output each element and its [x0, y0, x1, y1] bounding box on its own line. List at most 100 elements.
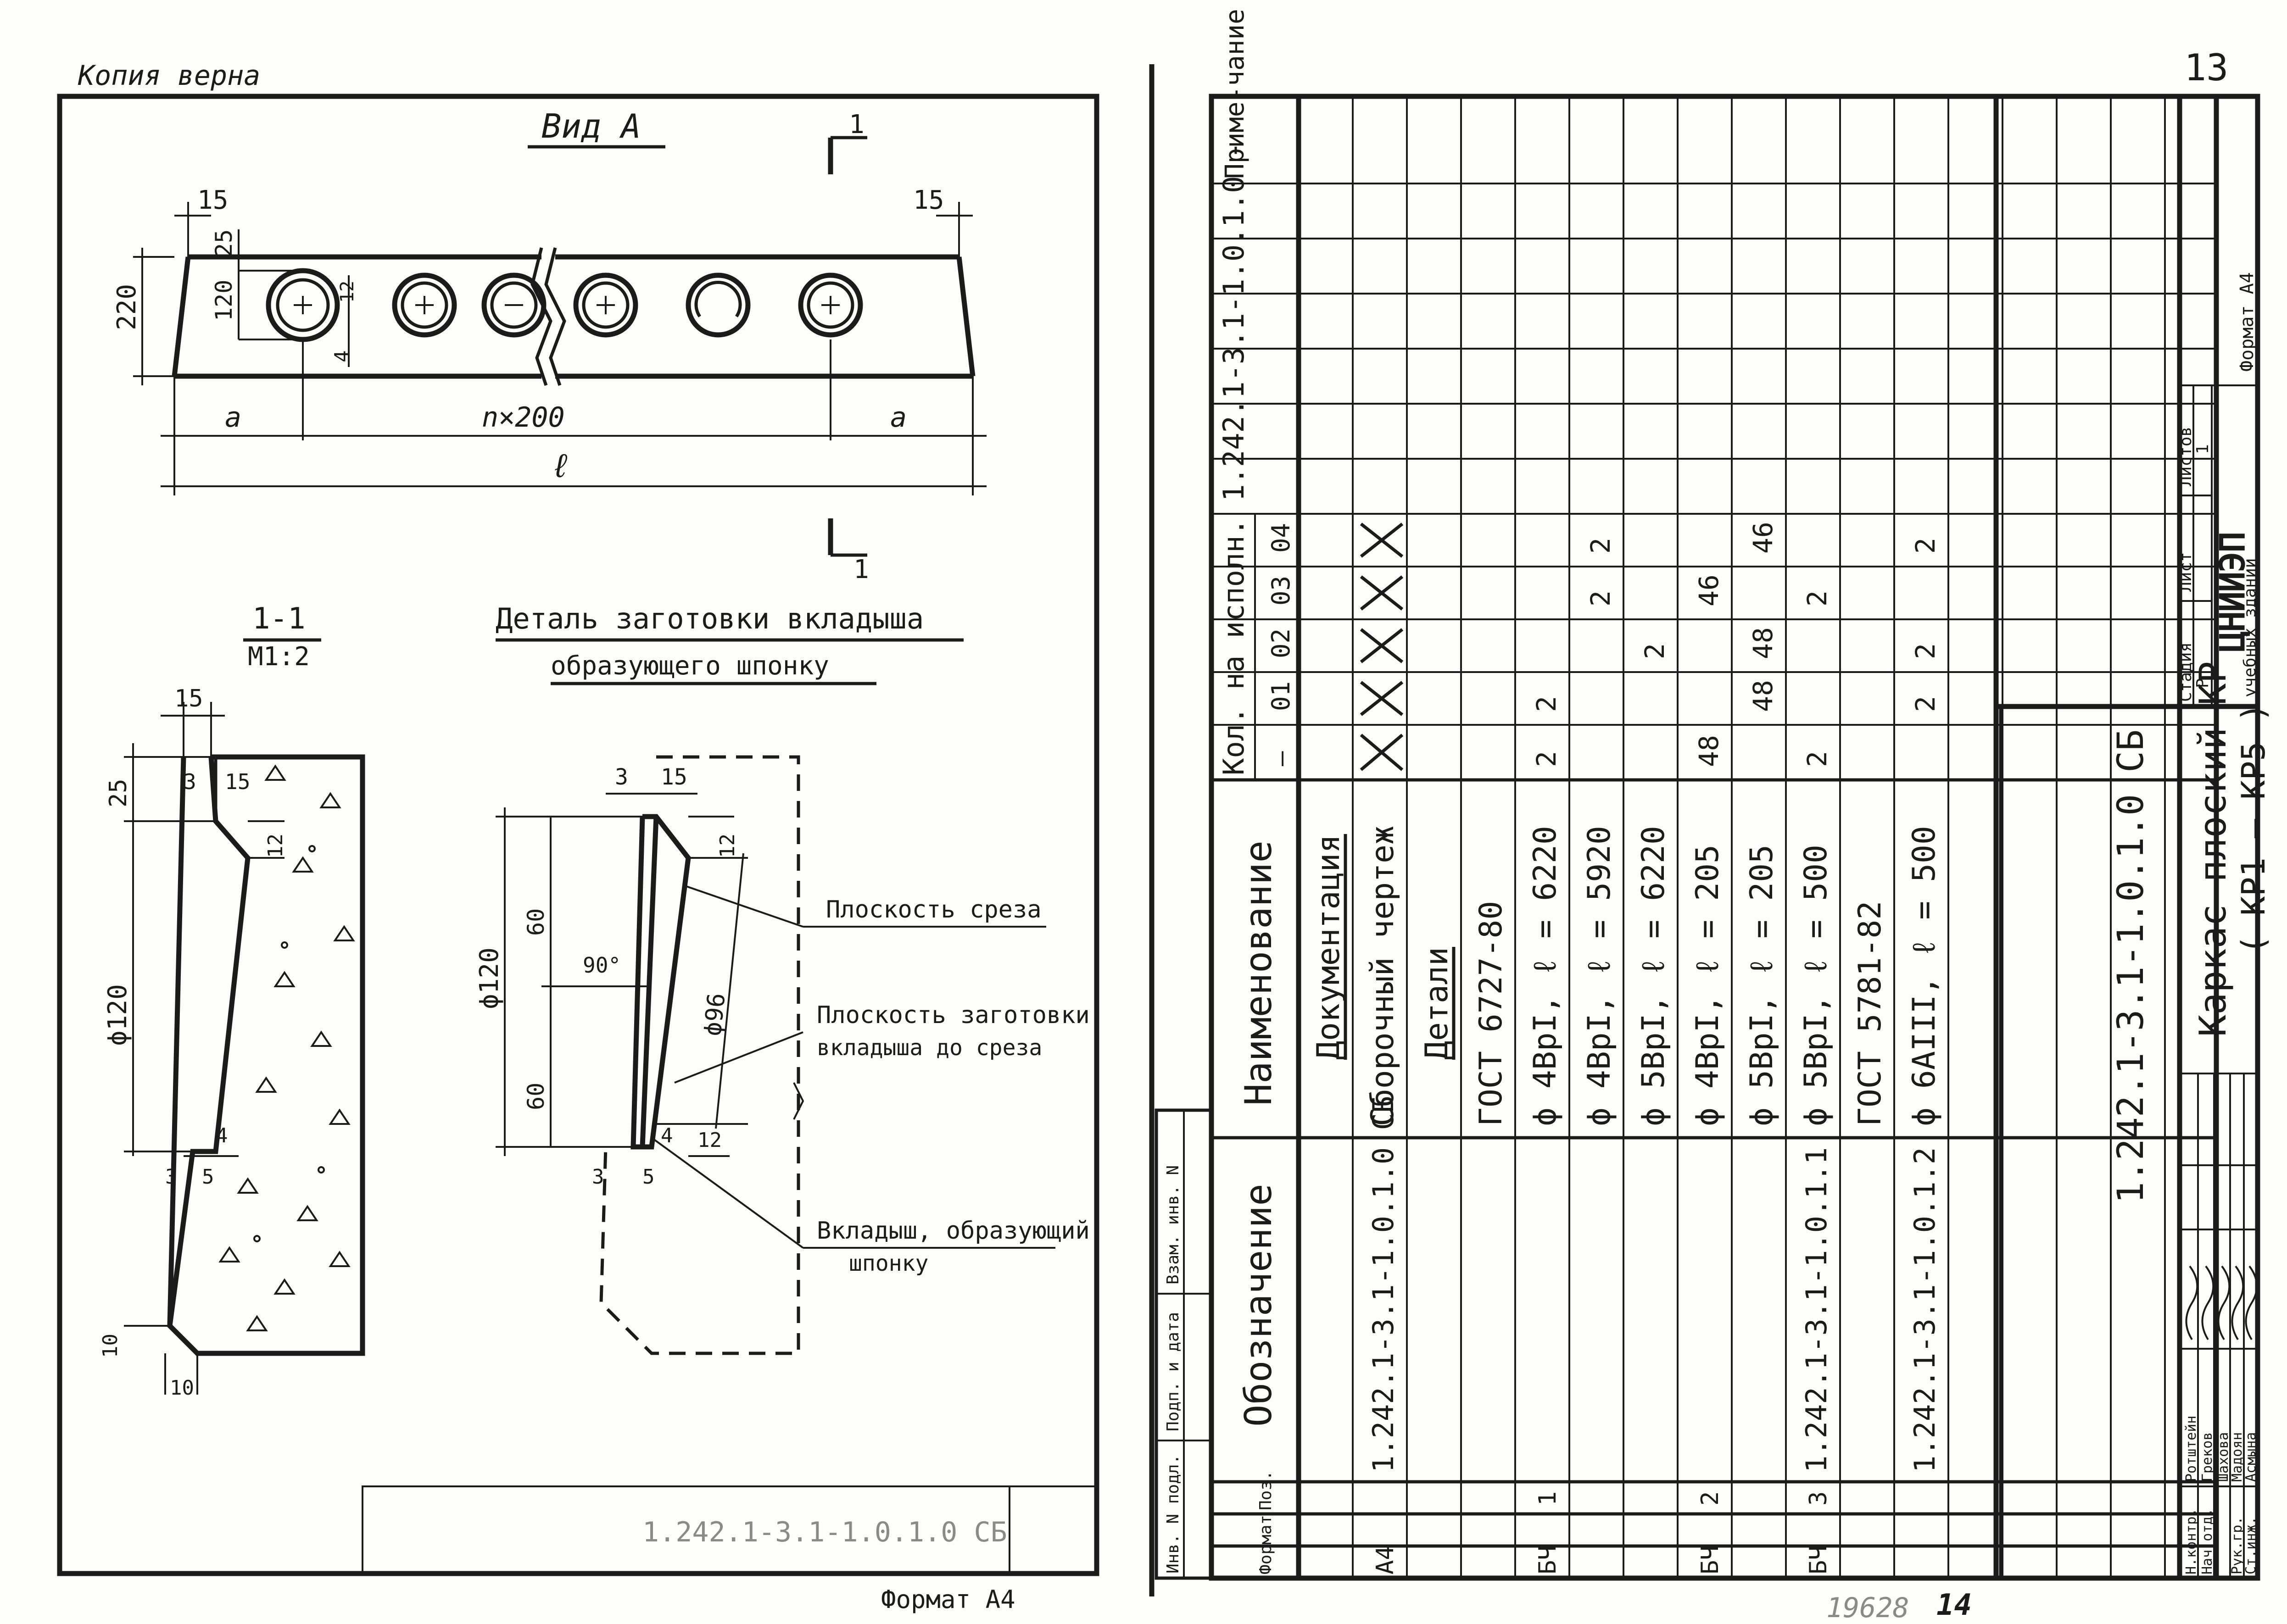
row-pos: 3	[1805, 1491, 1832, 1506]
role-name: Греков	[2199, 1432, 2215, 1482]
svg-text:120: 120	[211, 280, 237, 321]
svg-text:3: 3	[184, 769, 196, 794]
svg-text:5: 5	[202, 1165, 214, 1189]
header-name: Наименование	[1237, 840, 1280, 1106]
svg-text:a: a	[890, 401, 907, 434]
stage-label: Стадия	[2176, 642, 2195, 702]
detail-title-1: Деталь заготовки вкладыша	[496, 602, 924, 635]
svg-text:220: 220	[112, 284, 142, 330]
callout-insert-2: шпонку	[849, 1251, 928, 1276]
header-exec-3: 03	[1266, 576, 1295, 606]
header-exec-0: —	[1266, 751, 1295, 766]
left-sheet: Копия верна Вид А 1	[57, 60, 1099, 1614]
svg-text:25: 25	[211, 229, 237, 257]
row-pos: 1	[1534, 1491, 1562, 1506]
detail-title-2: образующего шпонку	[551, 651, 829, 681]
side-stamp: Инв. N подл. Подп. и дата Взам. инв. N	[1155, 1108, 1213, 1580]
callout-blank-plane-1: Плоскость заготовки	[817, 1001, 1090, 1029]
row-name: ϕ 5ВрI, ℓ = 6220	[1635, 826, 1672, 1126]
title-line-1: Каркас плоский КР	[2192, 661, 2234, 1037]
corner-note: Копия верна	[78, 60, 260, 92]
role-name: Ротштейн	[2183, 1416, 2199, 1482]
svg-text:15: 15	[174, 685, 203, 712]
qty-cross: X	[1360, 734, 1404, 771]
svg-text:12: 12	[697, 1129, 722, 1152]
stage-cells: Стадия Лист Листов Р 1 ЦНИИЭП учебных зд…	[2176, 272, 2259, 706]
left-bottom-stamp: 1.242.1-3.1-1.0.1.0 СБ	[362, 1485, 1098, 1574]
row-qty: 2	[1802, 590, 1833, 606]
title-line-2: ( КР1 – КР5 )	[2235, 703, 2272, 954]
svg-text:4: 4	[661, 1124, 673, 1147]
sheet-label: Лист	[2176, 552, 2195, 592]
row-qty: 46	[1747, 522, 1779, 554]
role-label: Ст.инж.	[2243, 1517, 2259, 1574]
row-qty: 2	[1531, 696, 1562, 712]
row-qty: 48	[1747, 627, 1779, 659]
row-pos: 2	[1696, 1491, 1724, 1506]
sheets-label: Листов	[2176, 427, 2195, 486]
svg-text:60: 60	[523, 908, 549, 936]
section-1-1: 1-1 М1:2 15 25 ϕ120 3 15 12	[99, 602, 365, 1400]
role-grid	[2180, 1073, 2258, 1578]
row-qty: 2	[1639, 643, 1670, 659]
header-designation: Обозначение	[1237, 1184, 1280, 1427]
row-format: БЧ	[1696, 1546, 1724, 1574]
row-format: А4	[1372, 1546, 1399, 1574]
org-sub: учебных зданий	[2241, 558, 2259, 697]
svg-text:10: 10	[170, 1376, 194, 1400]
row-name: Сборочный чертеж	[1365, 826, 1401, 1126]
header-exec-1: 01	[1266, 681, 1295, 711]
row-name: Документация	[1311, 834, 1347, 1060]
stage-value: Р	[2193, 678, 2212, 688]
side-stamp-inv: Инв. N подл.	[1164, 1454, 1183, 1574]
svg-text:4: 4	[216, 1124, 228, 1147]
svg-text:12: 12	[716, 834, 739, 858]
svg-text:3: 3	[615, 764, 628, 790]
section-mark-bottom: 1	[853, 555, 869, 584]
header-exec-2: 02	[1266, 628, 1295, 658]
detail-callouts: Плоскость среза Плоскость заготовки вкла…	[651, 884, 1090, 1276]
row-name: ϕ 5ВрI, ℓ = 205	[1744, 845, 1780, 1126]
svg-text:10: 10	[99, 1334, 122, 1358]
svg-text:ϕ96: ϕ96	[699, 992, 731, 1038]
org-name: ЦНИИЭП	[2213, 532, 2252, 651]
qty-cross: X	[1360, 628, 1404, 663]
row-qty: 2	[1585, 538, 1616, 554]
page-number: 13	[2184, 46, 2228, 89]
row-qty: 2	[1531, 751, 1562, 767]
qty-cross: X	[1360, 523, 1404, 558]
svg-text:n×200: n×200	[482, 401, 565, 434]
side-stamp-replace: Взам. инв. N	[1164, 1165, 1183, 1285]
side-stamp-sign: Подп. и дата	[1164, 1312, 1183, 1431]
role-name: Шахова	[2215, 1432, 2231, 1482]
section-scale: М1:2	[248, 642, 310, 672]
view-a: Вид А 1	[112, 107, 987, 584]
row-name: ϕ 4ВрI, ℓ = 5920	[1581, 826, 1618, 1126]
row-designation: 1.242.1-3.1-1.0.1.1	[1800, 1147, 1833, 1473]
row-qty: 2	[1910, 538, 1941, 554]
row-name: ГОСТ 5781-82	[1852, 901, 1888, 1126]
row-qty: 48	[1747, 680, 1779, 712]
role-label: Н.контр.	[2183, 1508, 2199, 1575]
role-label: Нач.отд.	[2199, 1508, 2215, 1575]
svg-text:a: a	[225, 401, 241, 434]
svg-text:ϕ120: ϕ120	[474, 947, 504, 1009]
beam-holes	[266, 268, 863, 342]
detail-dimensions: 3 15 12 ϕ120 60 60 90° ϕ96 4 12 3 5	[474, 764, 748, 1189]
role-name: Асмына	[2243, 1432, 2259, 1482]
row-name: ϕ 4ВрI, ℓ = 205	[1690, 845, 1726, 1126]
svg-text:ϕ120: ϕ120	[103, 984, 133, 1046]
title-block-code: 1.242.1-3.1-1.0.1.0 СБ	[2110, 729, 2152, 1203]
row-name: ϕ 5ВрI, ℓ = 500	[1798, 845, 1834, 1126]
row-name: ϕ 4ВрI, ℓ = 6220	[1527, 826, 1563, 1126]
view-title: Вид А	[541, 107, 641, 145]
row-qty: 2	[1802, 751, 1833, 767]
svg-text:15: 15	[661, 764, 687, 790]
qty-cross: X	[1360, 681, 1404, 716]
section-title: 1-1	[252, 602, 306, 636]
header-qty-title: Кол. на исполн. 1.242.1-3.1-1.0.1.0 -	[1217, 142, 1250, 775]
callout-cut-plane: Плоскость среза	[826, 896, 1042, 923]
